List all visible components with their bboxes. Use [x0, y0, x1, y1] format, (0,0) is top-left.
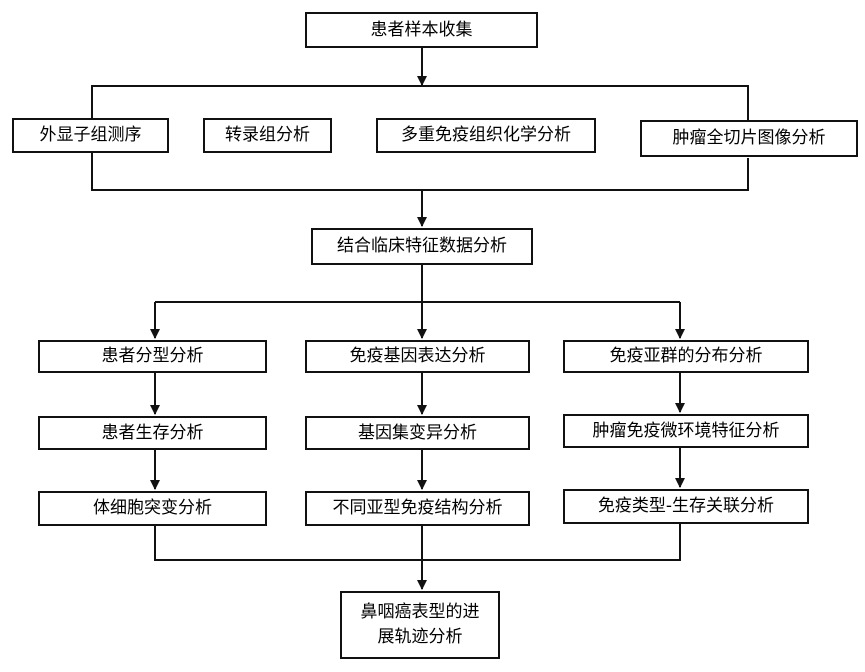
assay-box-mihc: 多重免疫组织化学分析	[376, 118, 596, 153]
branch-1-step-3: 体细胞突变分析	[38, 491, 267, 526]
assays-bracket-top	[91, 85, 749, 125]
branch-3-step-2-label: 肿瘤免疫微环境特征分析	[592, 420, 780, 441]
assay-box-wsi: 肿瘤全切片图像分析	[640, 120, 858, 157]
branch-3-step-1: 免疫亚群的分布分析	[563, 340, 809, 373]
branch-1-step-1-label: 患者分型分析	[101, 346, 204, 367]
branch-2-step-2-label: 基因集变异分析	[358, 422, 477, 443]
merge-bracket	[154, 524, 681, 561]
assay-label-wsi: 肿瘤全切片图像分析	[672, 128, 826, 149]
assay-label-exome: 外显子组测序	[39, 125, 142, 146]
assay-box-exome: 外显子组测序	[12, 118, 169, 153]
final-label-line-1: 鼻咽癌表型的进	[360, 602, 480, 623]
assay-label-transcriptome: 转录组分析	[225, 125, 310, 146]
branch-3-step-3-label: 免疫类型-生存关联分析	[597, 496, 775, 517]
assay-label-mihc: 多重免疫组织化学分析	[401, 125, 571, 146]
branch-2-step-3: 不同亚型免疫结构分析	[305, 491, 530, 526]
start-label: 患者样本收集	[370, 19, 473, 40]
branch-2-step-3-label: 不同亚型免疫结构分析	[332, 498, 503, 519]
assay-box-transcriptome: 转录组分析	[203, 118, 332, 153]
start-box: 患者样本收集	[305, 12, 538, 48]
assays-bracket-bottom	[91, 150, 749, 191]
branch-1-step-2-label: 患者生存分析	[101, 422, 204, 443]
branch-2-step-1: 免疫基因表达分析	[305, 340, 530, 373]
final-box: 鼻咽癌表型的进 展轨迹分析	[340, 591, 500, 659]
branch-1-step-3-label: 体细胞突变分析	[93, 498, 212, 519]
branch-3-step-1-label: 免疫亚群的分布分析	[609, 346, 763, 367]
branch-2-step-2: 基因集变异分析	[305, 416, 530, 450]
integration-label: 结合临床特征数据分析	[337, 236, 507, 257]
branch-2-step-1-label: 免疫基因表达分析	[349, 346, 486, 367]
branch-3-step-2: 肿瘤免疫微环境特征分析	[563, 414, 809, 448]
integration-box: 结合临床特征数据分析	[311, 228, 533, 265]
final-label-line-2: 展轨迹分析	[377, 627, 463, 647]
branch-3-step-3: 免疫类型-生存关联分析	[563, 489, 809, 524]
branch-1-step-1: 患者分型分析	[38, 340, 267, 373]
branch-1-step-2: 患者生存分析	[38, 416, 267, 450]
